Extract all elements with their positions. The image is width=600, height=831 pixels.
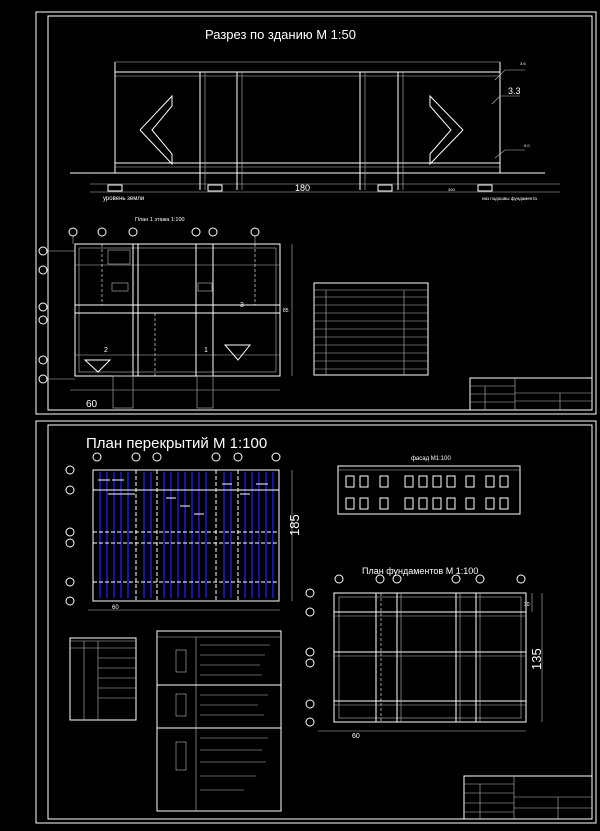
axis-bubbles-left bbox=[38, 246, 48, 384]
mark-1: 1 bbox=[204, 347, 208, 354]
level-mark: 3.3 bbox=[508, 86, 521, 96]
span-dimension: 180 bbox=[295, 183, 310, 193]
axis-bubbles-top-2 bbox=[92, 452, 281, 462]
plan1-width-dim: 60 bbox=[86, 399, 98, 410]
svg-text:300: 300 bbox=[448, 187, 455, 192]
svg-text:0.0: 0.0 bbox=[524, 143, 530, 148]
ground-level-label: уровень земли bbox=[103, 196, 144, 202]
floor-slab-plan: План перекрытий М 1:100 bbox=[65, 435, 302, 611]
svg-text:3.6: 3.6 bbox=[520, 61, 526, 66]
mark-2: 2 bbox=[104, 347, 108, 354]
sheet-2: План перекрытий М 1:100 bbox=[35, 420, 597, 824]
floor-height-dim: 185 bbox=[287, 514, 302, 536]
plan1-height-dim: 85 bbox=[283, 308, 289, 314]
floor-plan-title: План перекрытий М 1:100 bbox=[86, 435, 267, 452]
foundation-top-dim: 30 bbox=[524, 602, 530, 608]
title-block-1 bbox=[469, 377, 593, 411]
sheet-2-inner-frame bbox=[47, 424, 593, 820]
sheet-1: Разрез по зданию М 1:50 bbox=[35, 11, 597, 415]
building-section: Разрез по зданию М 1:50 bbox=[70, 27, 560, 202]
foundation-title: План фундаментов М 1:100 bbox=[362, 566, 478, 576]
foundation-depth-label: низ подошвы фундамента bbox=[482, 196, 537, 201]
sheet-1-inner-frame bbox=[47, 15, 593, 411]
first-floor-plan: План 1 этажа 1:100 bbox=[38, 217, 293, 410]
floor-plan-outline bbox=[92, 469, 280, 602]
sheet-1-outer-frame bbox=[35, 11, 597, 415]
foundation-outline bbox=[333, 592, 527, 723]
room-schedule-table bbox=[313, 282, 429, 376]
foundation-width-dim: 60 bbox=[352, 733, 360, 740]
plan1-title: План 1 этажа 1:100 bbox=[135, 217, 185, 223]
specification-table bbox=[156, 630, 282, 812]
plan1-outline bbox=[74, 243, 281, 377]
foundation-height-dim: 135 bbox=[529, 648, 544, 670]
axis-bubbles-left-2 bbox=[65, 465, 75, 606]
axis-bubbles-left-3 bbox=[305, 588, 315, 727]
axis-bubbles-top bbox=[68, 227, 260, 237]
sheet-2-outer-frame bbox=[35, 420, 597, 824]
facade: фасад М1:100 bbox=[337, 456, 521, 515]
notes-table bbox=[69, 637, 137, 721]
slab-panels bbox=[99, 472, 274, 598]
mark-3: 3 bbox=[240, 302, 244, 309]
foundation-plan: План фундаментов М 1:100 bbox=[305, 566, 544, 740]
floor-width-dim: 60 bbox=[112, 605, 119, 611]
facade-outline bbox=[337, 465, 521, 515]
facade-title: фасад М1:100 bbox=[411, 456, 451, 462]
title-block-2 bbox=[463, 775, 593, 820]
section-title: Разрез по зданию М 1:50 bbox=[205, 27, 356, 42]
facade-windows bbox=[345, 475, 509, 510]
axis-bubbles-top-3 bbox=[334, 574, 526, 584]
